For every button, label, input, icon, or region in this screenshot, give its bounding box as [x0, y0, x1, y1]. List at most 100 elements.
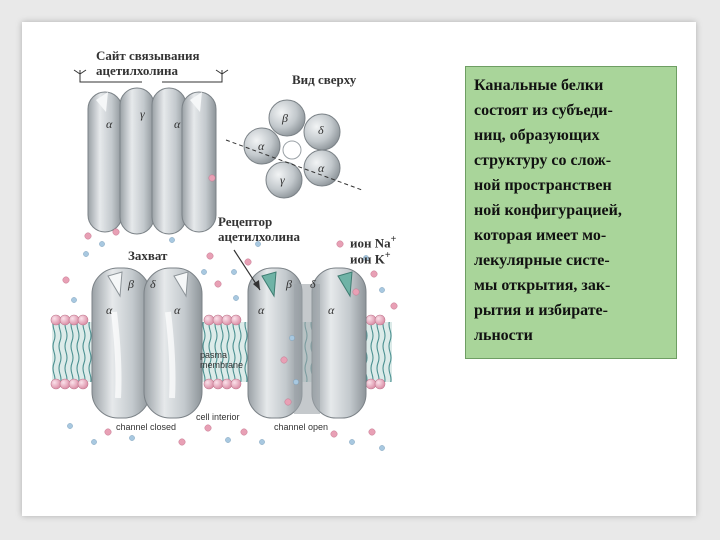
cell-interior-label: cell interior: [196, 412, 240, 422]
lipid-head: [50, 314, 62, 326]
sodium-ion: [208, 174, 216, 182]
description-line: лекулярные систе-: [474, 252, 610, 269]
lipid-head: [203, 314, 215, 326]
lipid-head: [230, 314, 242, 326]
sodium-ion: [284, 398, 292, 406]
potassium-ion: [379, 445, 385, 451]
potassium-ion: [231, 269, 237, 275]
potassium-ion: [67, 423, 73, 429]
sodium-ion: [206, 252, 214, 260]
description-line: рытия и избирате-: [474, 302, 608, 319]
acetylcholine-receptor-figure: α γ α β δ α γ α: [22, 22, 696, 516]
lipid-head: [221, 314, 233, 326]
channel-open-drawing: [233, 249, 367, 419]
sodium-ion: [178, 438, 186, 446]
top-beta: β: [281, 111, 288, 125]
side-alpha-left: α: [106, 117, 113, 131]
closed-alpha-right: α: [174, 303, 181, 317]
ion-na-label: ион Na+: [350, 234, 397, 251]
description-box: Канальные белки состоят из субъеди- ниц,…: [465, 66, 677, 359]
sodium-ion: [336, 240, 344, 248]
lipid-head: [203, 378, 215, 390]
description-line: льности: [474, 327, 533, 344]
sodium-ion: [370, 270, 378, 278]
sodium-ion: [214, 280, 222, 288]
sodium-ion: [112, 228, 120, 236]
potassium-ion: [91, 439, 97, 445]
potassium-ion: [99, 241, 105, 247]
lipid-head: [230, 378, 242, 390]
lipid-head: [59, 314, 71, 326]
channel-closed-label: channel closed: [116, 422, 177, 432]
sodium-ion: [104, 428, 112, 436]
potassium-ion: [169, 237, 175, 243]
lipid-head: [212, 378, 224, 390]
top-gamma: γ: [280, 173, 285, 187]
ions: [62, 174, 398, 451]
potassium-ion: [379, 287, 385, 293]
ion-k-label: ион K+: [350, 250, 391, 267]
potassium-ion: [129, 435, 135, 441]
closed-alpha-left: α: [106, 303, 113, 317]
lipid-head: [59, 378, 71, 390]
side-gamma: γ: [140, 107, 145, 121]
top-alpha-right: α: [318, 161, 325, 175]
lipid-head: [365, 378, 377, 390]
description-line: ной конфигурацией,: [474, 202, 622, 219]
potassium-ion: [233, 295, 239, 301]
lipid-head: [77, 314, 89, 326]
description-line: ниц, образующих: [474, 127, 600, 144]
plasma-membrane-label: pasma membrane: [200, 350, 244, 370]
lipid-head: [374, 314, 386, 326]
potassium-ion: [225, 437, 231, 443]
description-line: состоят из субъеди-: [474, 102, 613, 119]
lipid-head: [365, 314, 377, 326]
lipid-head: [68, 378, 80, 390]
side-alpha-right: α: [174, 117, 181, 131]
sodium-ion: [240, 428, 248, 436]
slide: α γ α β δ α γ α: [22, 22, 696, 516]
potassium-ion: [71, 297, 77, 303]
sodium-ion: [204, 424, 212, 432]
sodium-ion: [352, 288, 360, 296]
binding-site-label: Сайт связывания ацетилхолина: [96, 48, 200, 78]
potassium-ion: [349, 439, 355, 445]
description-line: структуру со слож-: [474, 152, 612, 169]
lipid-head: [77, 378, 89, 390]
capture-label: Захват: [128, 248, 168, 263]
receptor-side-view: [73, 69, 229, 235]
potassium-ion: [363, 255, 369, 261]
top-alpha-left: α: [258, 139, 265, 153]
sodium-ion: [62, 276, 70, 284]
potassium-ion: [201, 269, 207, 275]
open-beta: β: [285, 277, 292, 291]
description-line: мы открытия, зак-: [474, 277, 611, 294]
lipid-head: [50, 378, 62, 390]
sodium-ion: [390, 302, 398, 310]
potassium-ion: [293, 379, 299, 385]
sodium-ion: [330, 430, 338, 438]
potassium-ion: [83, 251, 89, 257]
potassium-ion: [259, 439, 265, 445]
potassium-ion: [255, 241, 261, 247]
top-delta: δ: [318, 123, 324, 137]
lipid-head: [68, 314, 80, 326]
sodium-ion: [280, 356, 288, 364]
receptor-top-view: [225, 99, 363, 199]
lipid-head: [374, 378, 386, 390]
sodium-ion: [368, 428, 376, 436]
open-delta: δ: [310, 277, 316, 291]
receptor-label: Рецептор ацетилхолина: [218, 214, 301, 244]
open-alpha-right: α: [328, 303, 335, 317]
lipid-head: [212, 314, 224, 326]
sodium-ion: [244, 258, 252, 266]
lipid-head: [221, 378, 233, 390]
channel-closed-drawing: [91, 267, 203, 419]
description-line: которая имеет мо-: [474, 227, 607, 244]
figure-drawing: α γ α β δ α γ α: [50, 69, 398, 451]
closed-beta: β: [127, 277, 134, 291]
closed-delta: δ: [150, 277, 156, 291]
open-alpha-left: α: [258, 303, 265, 317]
potassium-ion: [289, 335, 295, 341]
top-view-label: Вид сверху: [292, 72, 357, 87]
